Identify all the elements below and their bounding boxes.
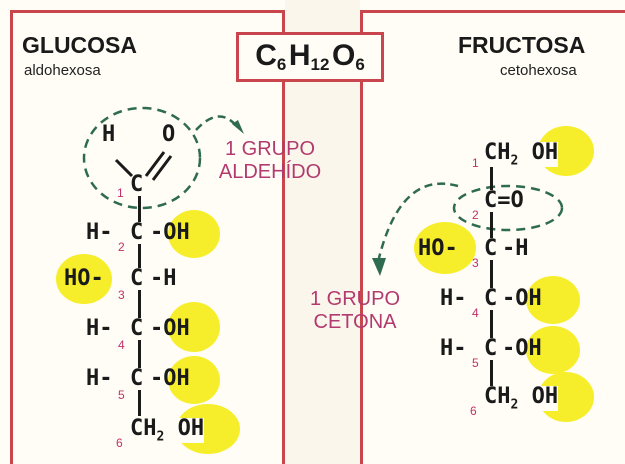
- fructose-panel-border-top: [360, 10, 625, 13]
- glucose-c2-left: H-: [86, 220, 113, 245]
- fructose-num-5: 5: [472, 356, 479, 370]
- glucose-c2-right: -OH: [150, 220, 190, 245]
- fructose-num-3: 3: [472, 256, 479, 270]
- glucose-backbone: [138, 196, 141, 416]
- glucose-num-2: 2: [118, 240, 125, 254]
- glucose-oh-highlight-c2: [168, 210, 220, 258]
- glucose-aldehyde-o: O: [162, 122, 176, 147]
- fructose-oh-highlight-c4: [526, 276, 580, 324]
- aldehyde-arrow: [195, 115, 239, 131]
- aldehyde-group-label: 1 GRUPO ALDEHÍDO: [218, 138, 322, 183]
- glucose-c5-left: H-: [86, 366, 113, 391]
- glucose-oh-highlight-c5: [168, 356, 220, 404]
- glucose-c3-right: -H: [150, 266, 177, 291]
- fructose-c5: C: [484, 336, 498, 361]
- glucose-c4-right: -OH: [150, 316, 190, 341]
- glucose-num-1: 1: [117, 186, 124, 200]
- fructose-c2: C=O: [484, 188, 524, 213]
- fructose-c4: C: [484, 286, 498, 311]
- ketone-arrowhead: [372, 258, 386, 276]
- glucose-oh-highlight-c4: [168, 302, 220, 352]
- fructose-oh-highlight-c5: [526, 326, 580, 374]
- aldehyde-double-bond-b: [151, 155, 173, 181]
- glucose-c5-right: -OH: [150, 366, 190, 391]
- aldehyde-h-bond: [114, 158, 134, 178]
- fructose-c3: C: [484, 236, 498, 261]
- glucose-subtitle: aldohexosa: [24, 62, 101, 79]
- molecular-formula: C6 H12 O6: [255, 39, 365, 74]
- glucose-c4-left: H-: [86, 316, 113, 341]
- glucose-c3: C: [130, 266, 144, 291]
- fructose-num-4: 4: [472, 306, 479, 320]
- glucose-title: GLUCOSA: [22, 32, 137, 58]
- glucose-c4: C: [130, 316, 144, 341]
- ketone-arrow: [376, 182, 459, 263]
- fructose-c5-left: H-: [440, 336, 467, 361]
- fructose-title: FRUCTOSA: [458, 32, 586, 58]
- aldehyde-double-bond-a: [144, 151, 166, 177]
- fructose-backbone: [490, 166, 493, 386]
- glucose-c2: C: [130, 220, 144, 245]
- aldehyde-group-outline: [82, 106, 202, 210]
- glucose-c1: C: [130, 172, 144, 197]
- glucose-c5: C: [130, 366, 144, 391]
- fructose-c5-right: -OH: [502, 336, 542, 361]
- fructose-c1: CH2 OH: [484, 140, 559, 169]
- glucose-aldehyde-h: H: [102, 122, 116, 147]
- fructose-subtitle: cetohexosa: [500, 62, 577, 79]
- fructose-c4-right: -OH: [502, 286, 542, 311]
- ketone-group-label: 1 GRUPO CETONA: [309, 288, 401, 333]
- fructose-c6: CH2 OH: [484, 384, 559, 413]
- glucose-panel-border-left: [10, 10, 13, 464]
- molecular-formula-box: C6 H12 O6: [236, 32, 384, 82]
- glucose-num-5: 5: [118, 388, 125, 402]
- ketone-group-outline: [452, 184, 564, 232]
- fructose-panel-border-left: [360, 10, 363, 464]
- fructose-num-2: 2: [472, 208, 479, 222]
- glucose-c3-left: HO-: [64, 266, 104, 291]
- glucose-num-4: 4: [118, 338, 125, 352]
- glucose-panel-border-top: [10, 10, 285, 13]
- glucose-c6: CH2 OH: [130, 416, 205, 445]
- fructose-c4-left: H-: [440, 286, 467, 311]
- aldehyde-arrowhead: [232, 120, 244, 134]
- fructose-c3-right: -H: [502, 236, 529, 261]
- glucose-panel-border-right: [282, 10, 285, 464]
- glucose-num-6: 6: [116, 436, 123, 450]
- glucose-num-3: 3: [118, 288, 125, 302]
- fructose-num-6: 6: [470, 404, 477, 418]
- fructose-oh-highlight-c3: [414, 222, 476, 274]
- fructose-c3-left: HO-: [418, 236, 458, 261]
- fructose-num-1: 1: [472, 156, 479, 170]
- glucose-oh-highlight-c3: [56, 254, 112, 304]
